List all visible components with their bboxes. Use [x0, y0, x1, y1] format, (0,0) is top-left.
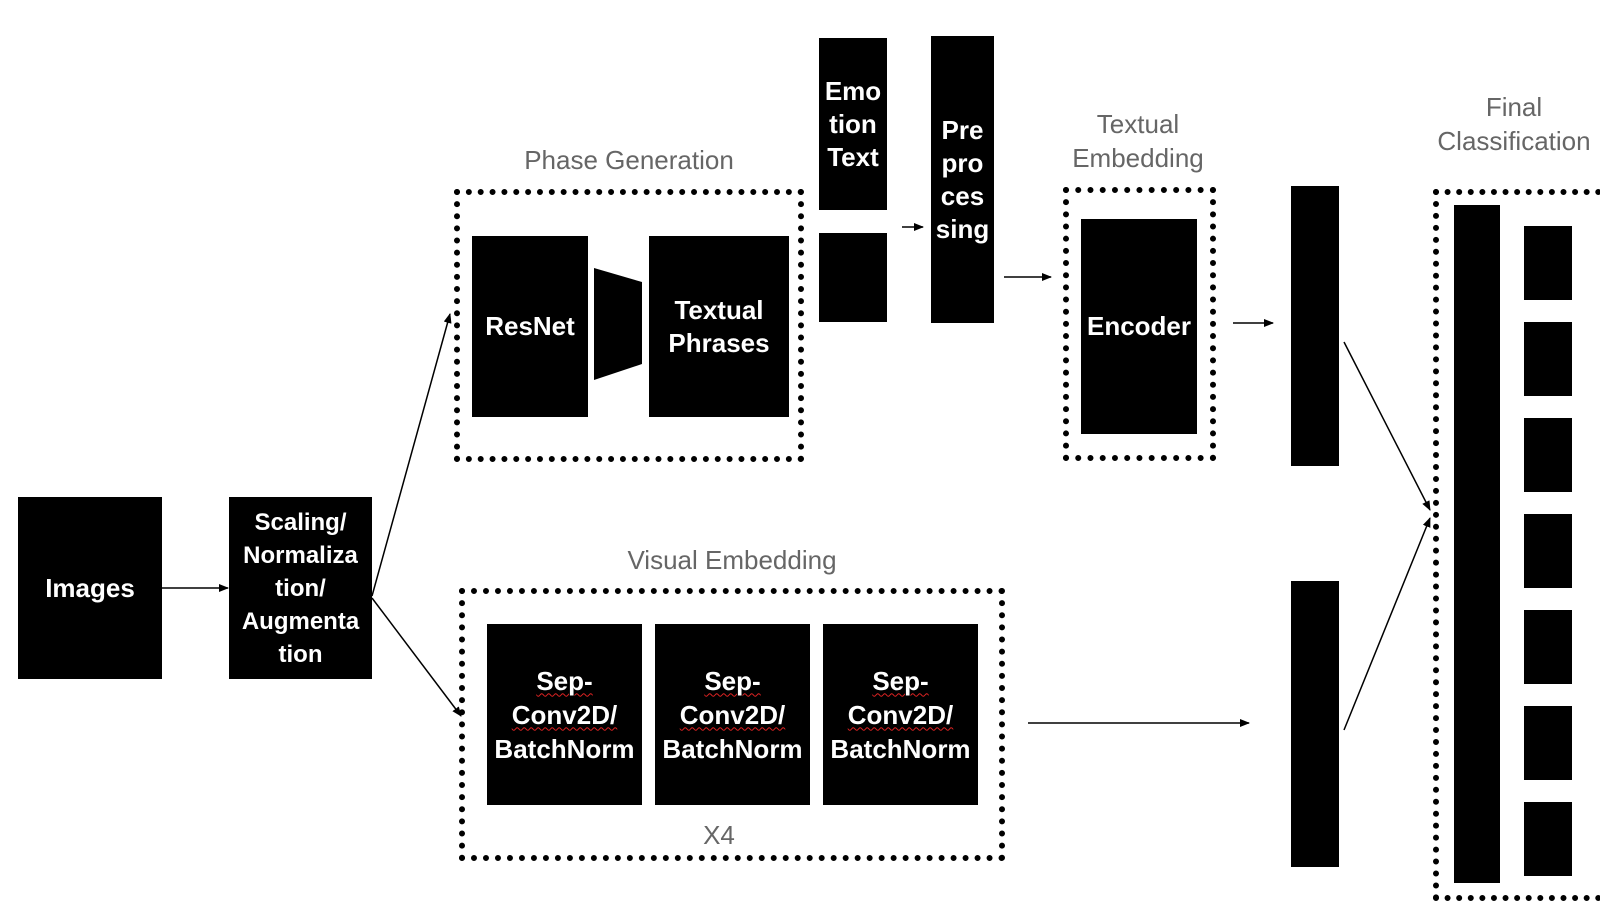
- sepconv-line2: Conv2D/: [679, 699, 786, 730]
- emotion-text-block: Emo tion Text: [819, 38, 887, 210]
- decoder-trapezoid-icon: [594, 268, 642, 380]
- sepconv-block-3: Sep- Conv2D/ BatchNorm: [823, 624, 978, 805]
- phase-generation-caption: Phase Generation: [524, 145, 734, 175]
- phase-generation-group: [454, 189, 804, 462]
- sepconv-line1: Sep-: [704, 665, 761, 696]
- encoder-block: Encoder: [1081, 219, 1197, 434]
- emotion-text-label: Emo tion Text: [824, 75, 882, 172]
- output-unit: [1524, 226, 1572, 300]
- resnet-block: ResNet: [472, 236, 588, 417]
- output-unit: [1524, 322, 1572, 396]
- sepconv-block-1: Sep- Conv2D/ BatchNorm: [487, 624, 642, 805]
- preprocessing-block: Pre pro ces sing: [931, 36, 994, 323]
- visual-feature-vector: [1291, 581, 1339, 867]
- sepconv-line1: Sep-: [536, 665, 593, 696]
- classifier-dense-layer: [1454, 205, 1500, 883]
- preprocessing-label: Pre pro ces sing: [935, 114, 990, 244]
- final-classification-group: [1433, 189, 1600, 901]
- encoder-label: Encoder: [1086, 311, 1192, 341]
- arrow-text-vector-to-classifier: [1343, 341, 1431, 511]
- arrow-preprocess-to-visual: [371, 597, 462, 717]
- sepconv-line2: Conv2D/: [847, 699, 954, 730]
- textual-embedding-caption: Textual Embedding: [1072, 109, 1204, 173]
- arrow-visual-vector-to-classifier: [1343, 517, 1431, 731]
- output-unit: [1524, 610, 1572, 684]
- text-feature-vector: [1291, 186, 1339, 466]
- textual-embedding-group: [1063, 187, 1216, 461]
- emotion-text-lower-block: [819, 233, 887, 322]
- sepconv-line3: BatchNorm: [662, 733, 803, 764]
- visual-embedding-caption: Visual Embedding: [627, 545, 837, 575]
- output-unit: [1524, 706, 1572, 780]
- textual-phrases-block: Textual Phrases: [649, 236, 789, 417]
- repeat-label: X4: [703, 820, 735, 850]
- images-label: Images: [45, 572, 135, 603]
- sepconv-line2: Conv2D/: [511, 699, 618, 730]
- textual-phrases-label: Textual Phrases: [668, 294, 770, 358]
- preprocess-block: Scaling/ Normaliza tion/ Augmenta tion: [229, 497, 372, 679]
- visual-embedding-group: [459, 588, 1005, 861]
- output-unit: [1524, 802, 1572, 876]
- images-block: Images: [18, 497, 162, 679]
- preprocess-label: Scaling/ Normaliza tion/ Augmenta tion: [241, 508, 360, 668]
- sepconv-line3: BatchNorm: [830, 733, 971, 764]
- output-unit: [1524, 514, 1572, 588]
- final-classification-caption: Final Classification: [1437, 92, 1591, 156]
- sepconv-line3: BatchNorm: [494, 733, 635, 764]
- output-unit: [1524, 418, 1572, 492]
- sepconv-block-2: Sep- Conv2D/ BatchNorm: [655, 624, 810, 805]
- arrow-preprocess-to-phase: [371, 313, 452, 597]
- sepconv-line1: Sep-: [872, 665, 929, 696]
- resnet-label: ResNet: [485, 311, 575, 341]
